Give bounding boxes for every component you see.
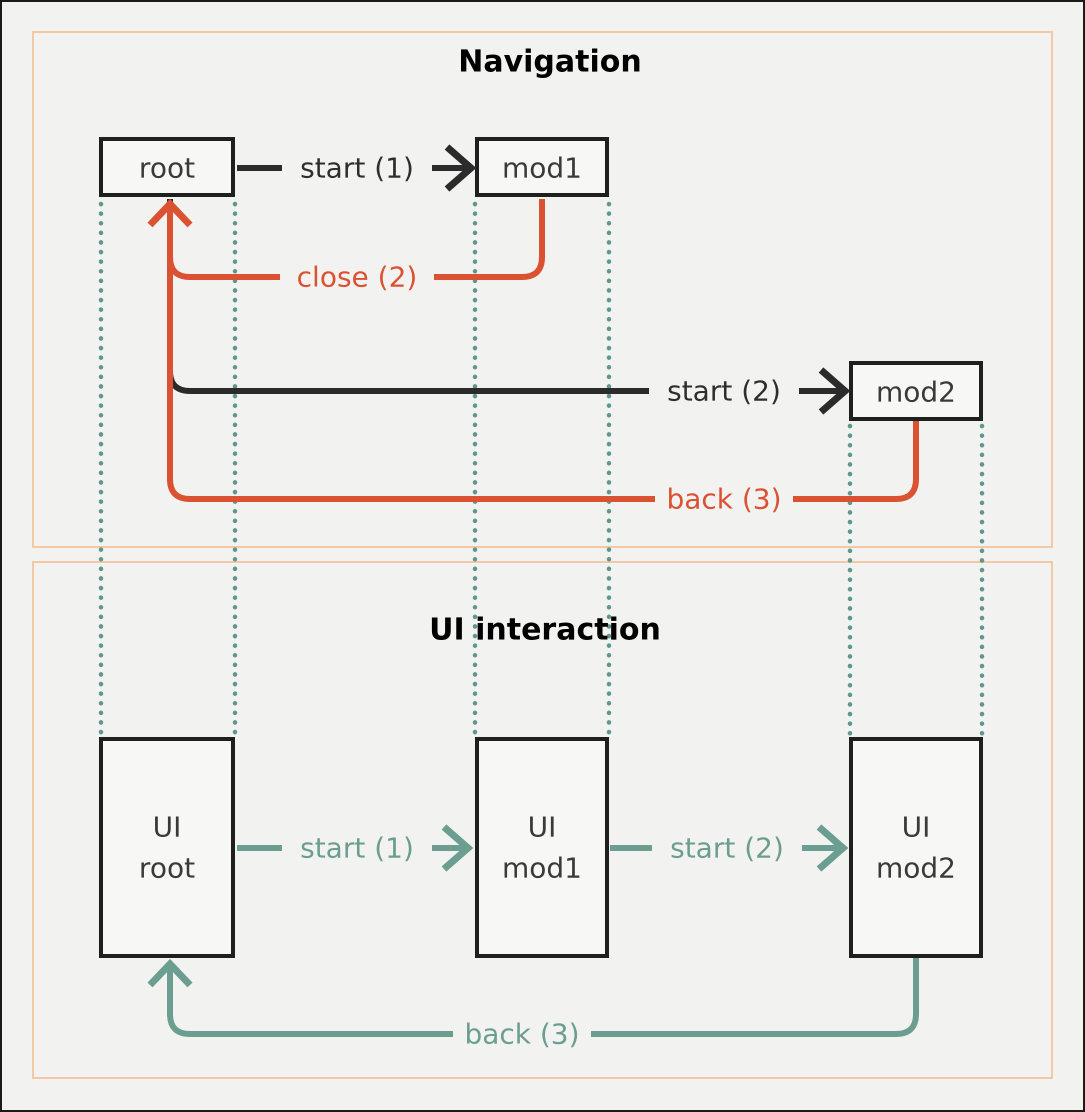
arrowhead-back3-ui-icon	[147, 958, 193, 988]
nav-node-root-label: root	[139, 152, 195, 185]
nav-node-root	[99, 137, 235, 197]
label-bg-start1-ui	[282, 831, 432, 865]
ui-node-mod1-label-line2: mod1	[502, 852, 582, 885]
nav-node-mod2-label: mod2	[876, 376, 956, 409]
edge-back3-nav	[167, 421, 919, 502]
ui-node-root	[99, 737, 235, 958]
ui-node-mod2	[849, 737, 983, 958]
nav-node-mod2	[849, 361, 983, 421]
ui-node-mod1-label-line1: UI	[528, 811, 557, 844]
ui-node-mod2-label-line1: UI	[902, 811, 931, 844]
nav-node-mod1	[475, 137, 609, 197]
edge-back3-nav-label: back (3)	[666, 483, 781, 516]
label-bg-start2-nav	[649, 374, 799, 408]
label-bg-start1-nav	[282, 151, 432, 185]
label-bg-back3-nav	[655, 482, 793, 516]
label-bg-close2-nav	[280, 260, 434, 294]
nav-node-mod1-label: mod1	[502, 152, 582, 185]
ui-node-root-label-line1: UI	[153, 811, 182, 844]
arrowhead-red-up-icon	[147, 198, 193, 228]
edge-start1-ui-label: start (1)	[300, 832, 414, 865]
ui-interaction-section-frame	[32, 561, 1053, 1079]
arrowhead-start2-ui-icon	[816, 824, 849, 872]
arrowhead-start2-nav-icon	[818, 367, 851, 415]
arrowhead-start1-nav-icon	[444, 144, 477, 192]
ui-node-root-label-line2: root	[139, 852, 195, 885]
edge-close2-nav-label: close (2)	[297, 261, 418, 294]
edge-start1-nav-label: start (1)	[300, 152, 414, 185]
label-bg-back3-ui	[453, 1017, 591, 1051]
edge-start2-ui-label: start (2)	[670, 832, 784, 865]
edge-start2-nav-label: start (2)	[667, 375, 781, 408]
label-bg-start2-ui	[652, 831, 802, 865]
ui-node-mod2-label-line2: mod2	[876, 852, 956, 885]
arrowhead-start1-ui-icon	[441, 824, 474, 872]
ui-interaction-title: UI interaction	[429, 613, 661, 648]
navigation-title: Navigation	[458, 45, 642, 80]
navigation-section-frame	[32, 31, 1053, 548]
edge-back3-ui-label: back (3)	[464, 1018, 579, 1051]
ui-node-mod1	[475, 737, 609, 958]
